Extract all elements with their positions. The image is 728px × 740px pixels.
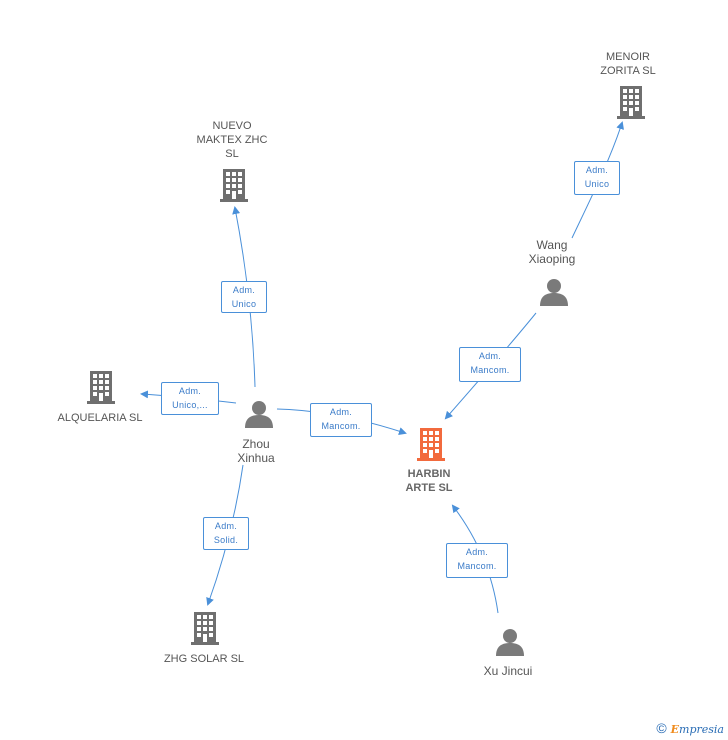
edge-label-zhou-zhg[interactable]: Adm. Solid. [203,517,249,550]
edge-label-line2: Mancom. [321,421,361,431]
person-icon-xu[interactable] [496,629,524,656]
edge-label-line1: Adm. [465,547,489,557]
building-icon-alquelaria[interactable] [87,371,115,404]
building-icon-nuevo[interactable] [220,169,248,202]
wang-line2: Xiaoping [528,252,576,266]
node-label-zhg[interactable]: ZHG SOLAR SL [149,652,259,666]
node-label-menoir[interactable]: MENOIR ZORITA SL [573,50,683,78]
zhou-line2: Xinhua [237,451,275,465]
edge-label-line2: Mancom. [470,365,510,375]
building-icon-menoir[interactable] [617,86,645,119]
wang-line1: Wang [536,238,568,252]
menoir-line1: MENOIR [606,51,650,63]
node-label-harbin[interactable]: HARBIN ARTE SL [374,467,484,495]
edge-label-line1: Adm. [478,351,502,361]
brand-name: mpresia [679,723,724,736]
edge-label-zhou-alquelaria[interactable]: Adm. Unico,... [161,382,219,415]
harbin-line1: HARBIN [407,468,451,480]
menoir-line2: ZORITA SL [600,65,656,77]
zhg-name: ZHG SOLAR SL [163,653,245,665]
edge-label-line1: Adm. [329,407,353,417]
person-icon-wang[interactable] [540,279,568,306]
edge-label-wang-harbin[interactable]: Adm. Mancom. [459,347,521,382]
footer-brand[interactable]: ©Empresia [656,720,724,736]
edge-label-xu-harbin[interactable]: Adm. Mancom. [446,543,508,578]
building-icon-harbin[interactable] [417,428,445,461]
edge-label-zhou-harbin[interactable]: Adm. Mancom. [310,403,372,437]
nuevo-line1: NUEVO [212,120,252,132]
node-label-alquelaria[interactable]: ALQUELARIA SL [45,411,155,425]
building-icon-zhg[interactable] [191,612,219,645]
edge-label-line2: Unico,... [172,400,208,410]
edge-label-line1: Adm. [178,386,202,396]
copyright-symbol: © [656,720,667,736]
brand-initial: E [670,723,680,736]
nuevo-line3: SL [225,148,239,160]
node-label-nuevo[interactable]: NUEVO MAKTEX ZHC SL [177,119,287,161]
nuevo-line2: MAKTEX ZHC [196,134,268,146]
node-label-wang[interactable]: Wang Xiaoping [497,238,607,266]
person-icon-zhou[interactable] [245,401,273,428]
node-label-zhou[interactable]: Zhou Xinhua [201,437,311,465]
edge-label-line1: Adm. [232,285,256,295]
edge-label-wang-menoir[interactable]: Adm. Unico [574,161,620,195]
xu-name: Xu Jincui [483,664,533,678]
harbin-line2: ARTE SL [405,482,453,494]
edge-label-line1: Adm. [585,165,609,175]
edge-label-line2: Mancom. [457,561,497,571]
brand-logo: Empresia [671,723,724,736]
node-label-xu[interactable]: Xu Jincui [453,664,563,678]
edge-label-line2: Unico [584,179,610,189]
edge-label-zhou-nuevo[interactable]: Adm. Unico [221,281,267,313]
edge-label-line2: Unico [231,299,257,309]
zhou-line1: Zhou [242,437,270,451]
edge-label-line1: Adm. [214,521,238,531]
alquelaria-name: ALQUELARIA SL [57,412,143,424]
edge-label-line2: Solid. [213,535,239,545]
